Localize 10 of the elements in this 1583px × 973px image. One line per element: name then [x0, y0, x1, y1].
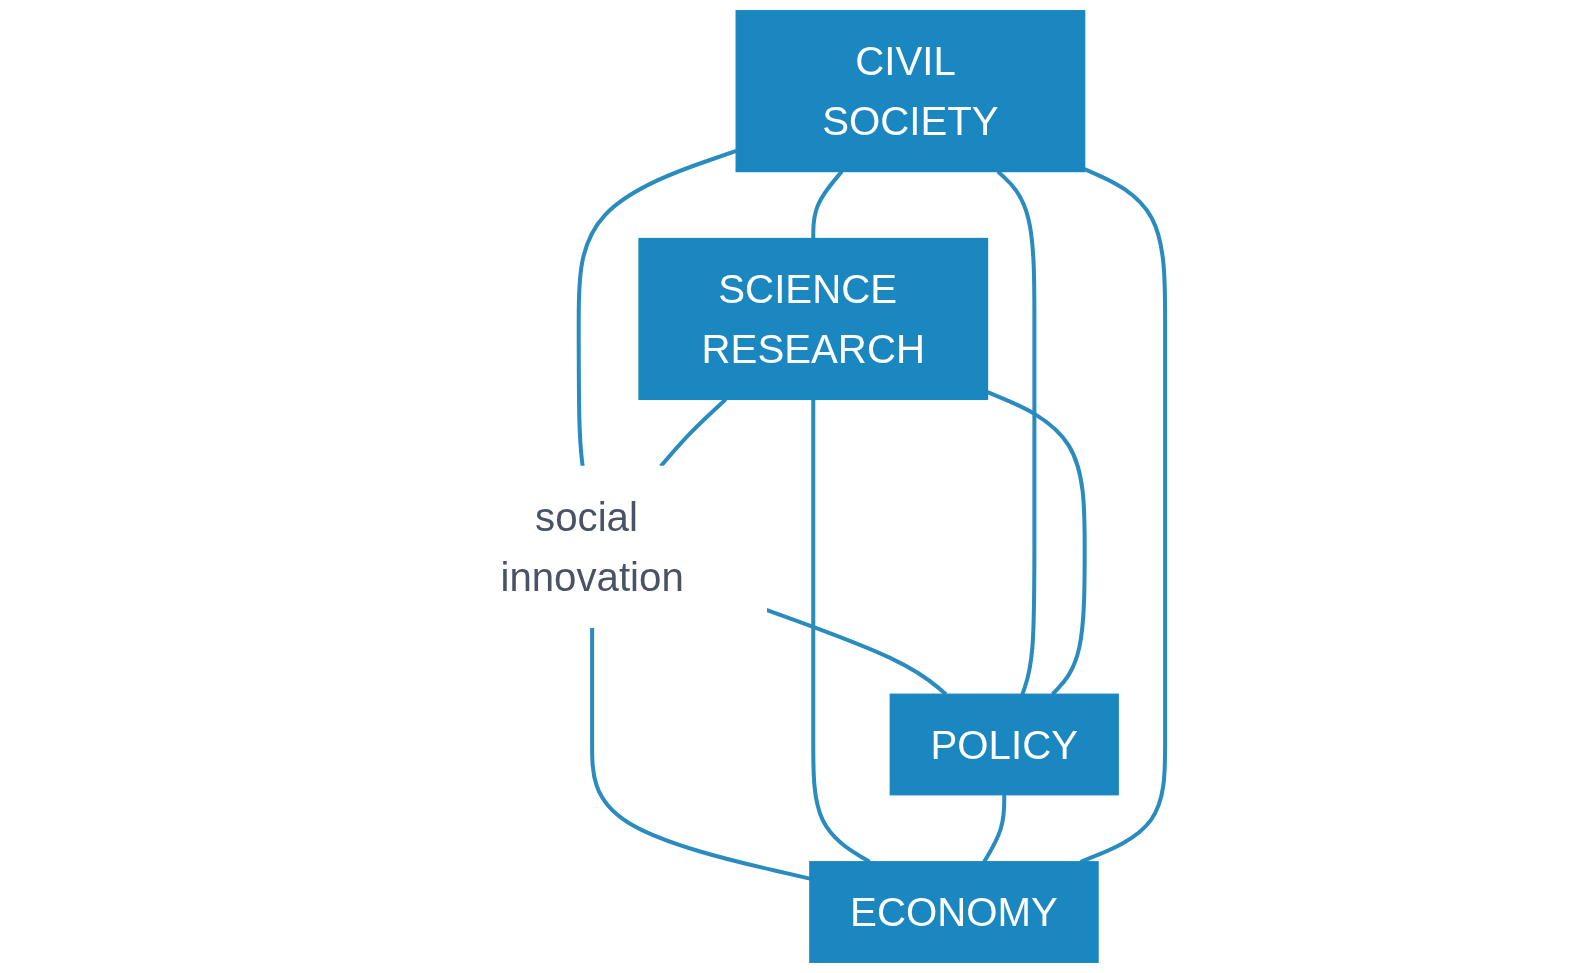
- connector: [996, 170, 1037, 695]
- node-box: POLICY: [889, 693, 1119, 796]
- node-text: social innovation: [500, 494, 684, 600]
- connector: [986, 390, 1087, 696]
- node-box: SCIENCE RESEARCH: [638, 237, 989, 401]
- node-box: CIVIL SOCIETY: [735, 10, 1086, 173]
- connector: [576, 149, 737, 467]
- connector: [982, 794, 1007, 863]
- connector: [811, 170, 844, 239]
- node-box: ECONOMY: [809, 861, 1099, 963]
